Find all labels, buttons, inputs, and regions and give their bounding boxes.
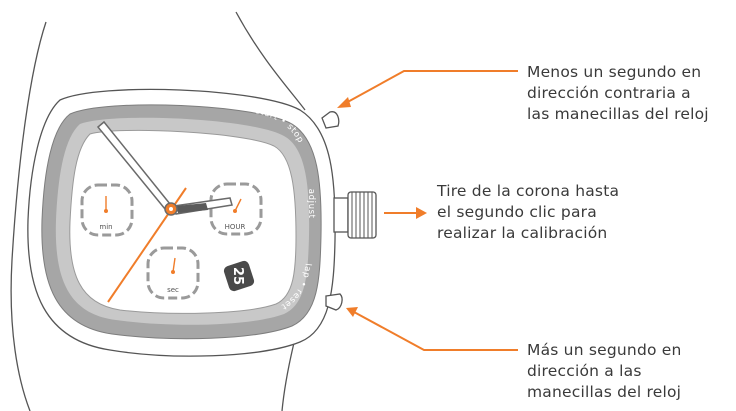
callout-middle-line-1: Tire de la corona hasta bbox=[437, 182, 620, 200]
date-window-number: 25 bbox=[230, 267, 245, 285]
callout-top-line-3: las manecillas del reloj bbox=[527, 105, 709, 123]
callout-top-line-1: Menos un segundo en bbox=[527, 63, 702, 81]
callout-pull-crown: Tire de la corona hasta el segundo clic … bbox=[437, 181, 619, 244]
pusher-top bbox=[321, 111, 340, 129]
strap-outline bbox=[10, 21, 47, 411]
dial-face bbox=[69, 129, 297, 314]
subdial-min: min bbox=[80, 183, 134, 237]
date-window: 25 bbox=[223, 260, 255, 292]
strap-outline-right-top bbox=[235, 11, 306, 111]
callout-minus-second: Menos un segundo en dirección contraria … bbox=[527, 62, 709, 125]
subdial-min-label: min bbox=[99, 223, 112, 231]
leader-top bbox=[337, 70, 518, 108]
pusher-bottom bbox=[325, 293, 343, 311]
callout-middle-line-3: realizar la calibración bbox=[437, 224, 608, 242]
subdial-sec: sec bbox=[146, 246, 200, 300]
callout-middle-line-2: el segundo clic para bbox=[437, 203, 597, 221]
subdial-sec-label: sec bbox=[167, 286, 179, 294]
bezel-label-adjust: adjust bbox=[306, 189, 316, 219]
callout-bottom-line-1: Más un segundo en bbox=[527, 341, 682, 359]
crown bbox=[333, 191, 377, 239]
callout-bottom-line-3: manecillas del reloj bbox=[527, 383, 682, 401]
leader-middle bbox=[384, 207, 427, 219]
callout-bottom-line-2: dirección a las bbox=[527, 362, 642, 380]
callout-top-line-2: dirección contraria a bbox=[527, 84, 691, 102]
subdial-hour-label: HOUR bbox=[225, 223, 246, 231]
leader-bottom bbox=[346, 307, 518, 351]
callout-plus-second: Más un segundo en dirección a las maneci… bbox=[527, 340, 682, 403]
